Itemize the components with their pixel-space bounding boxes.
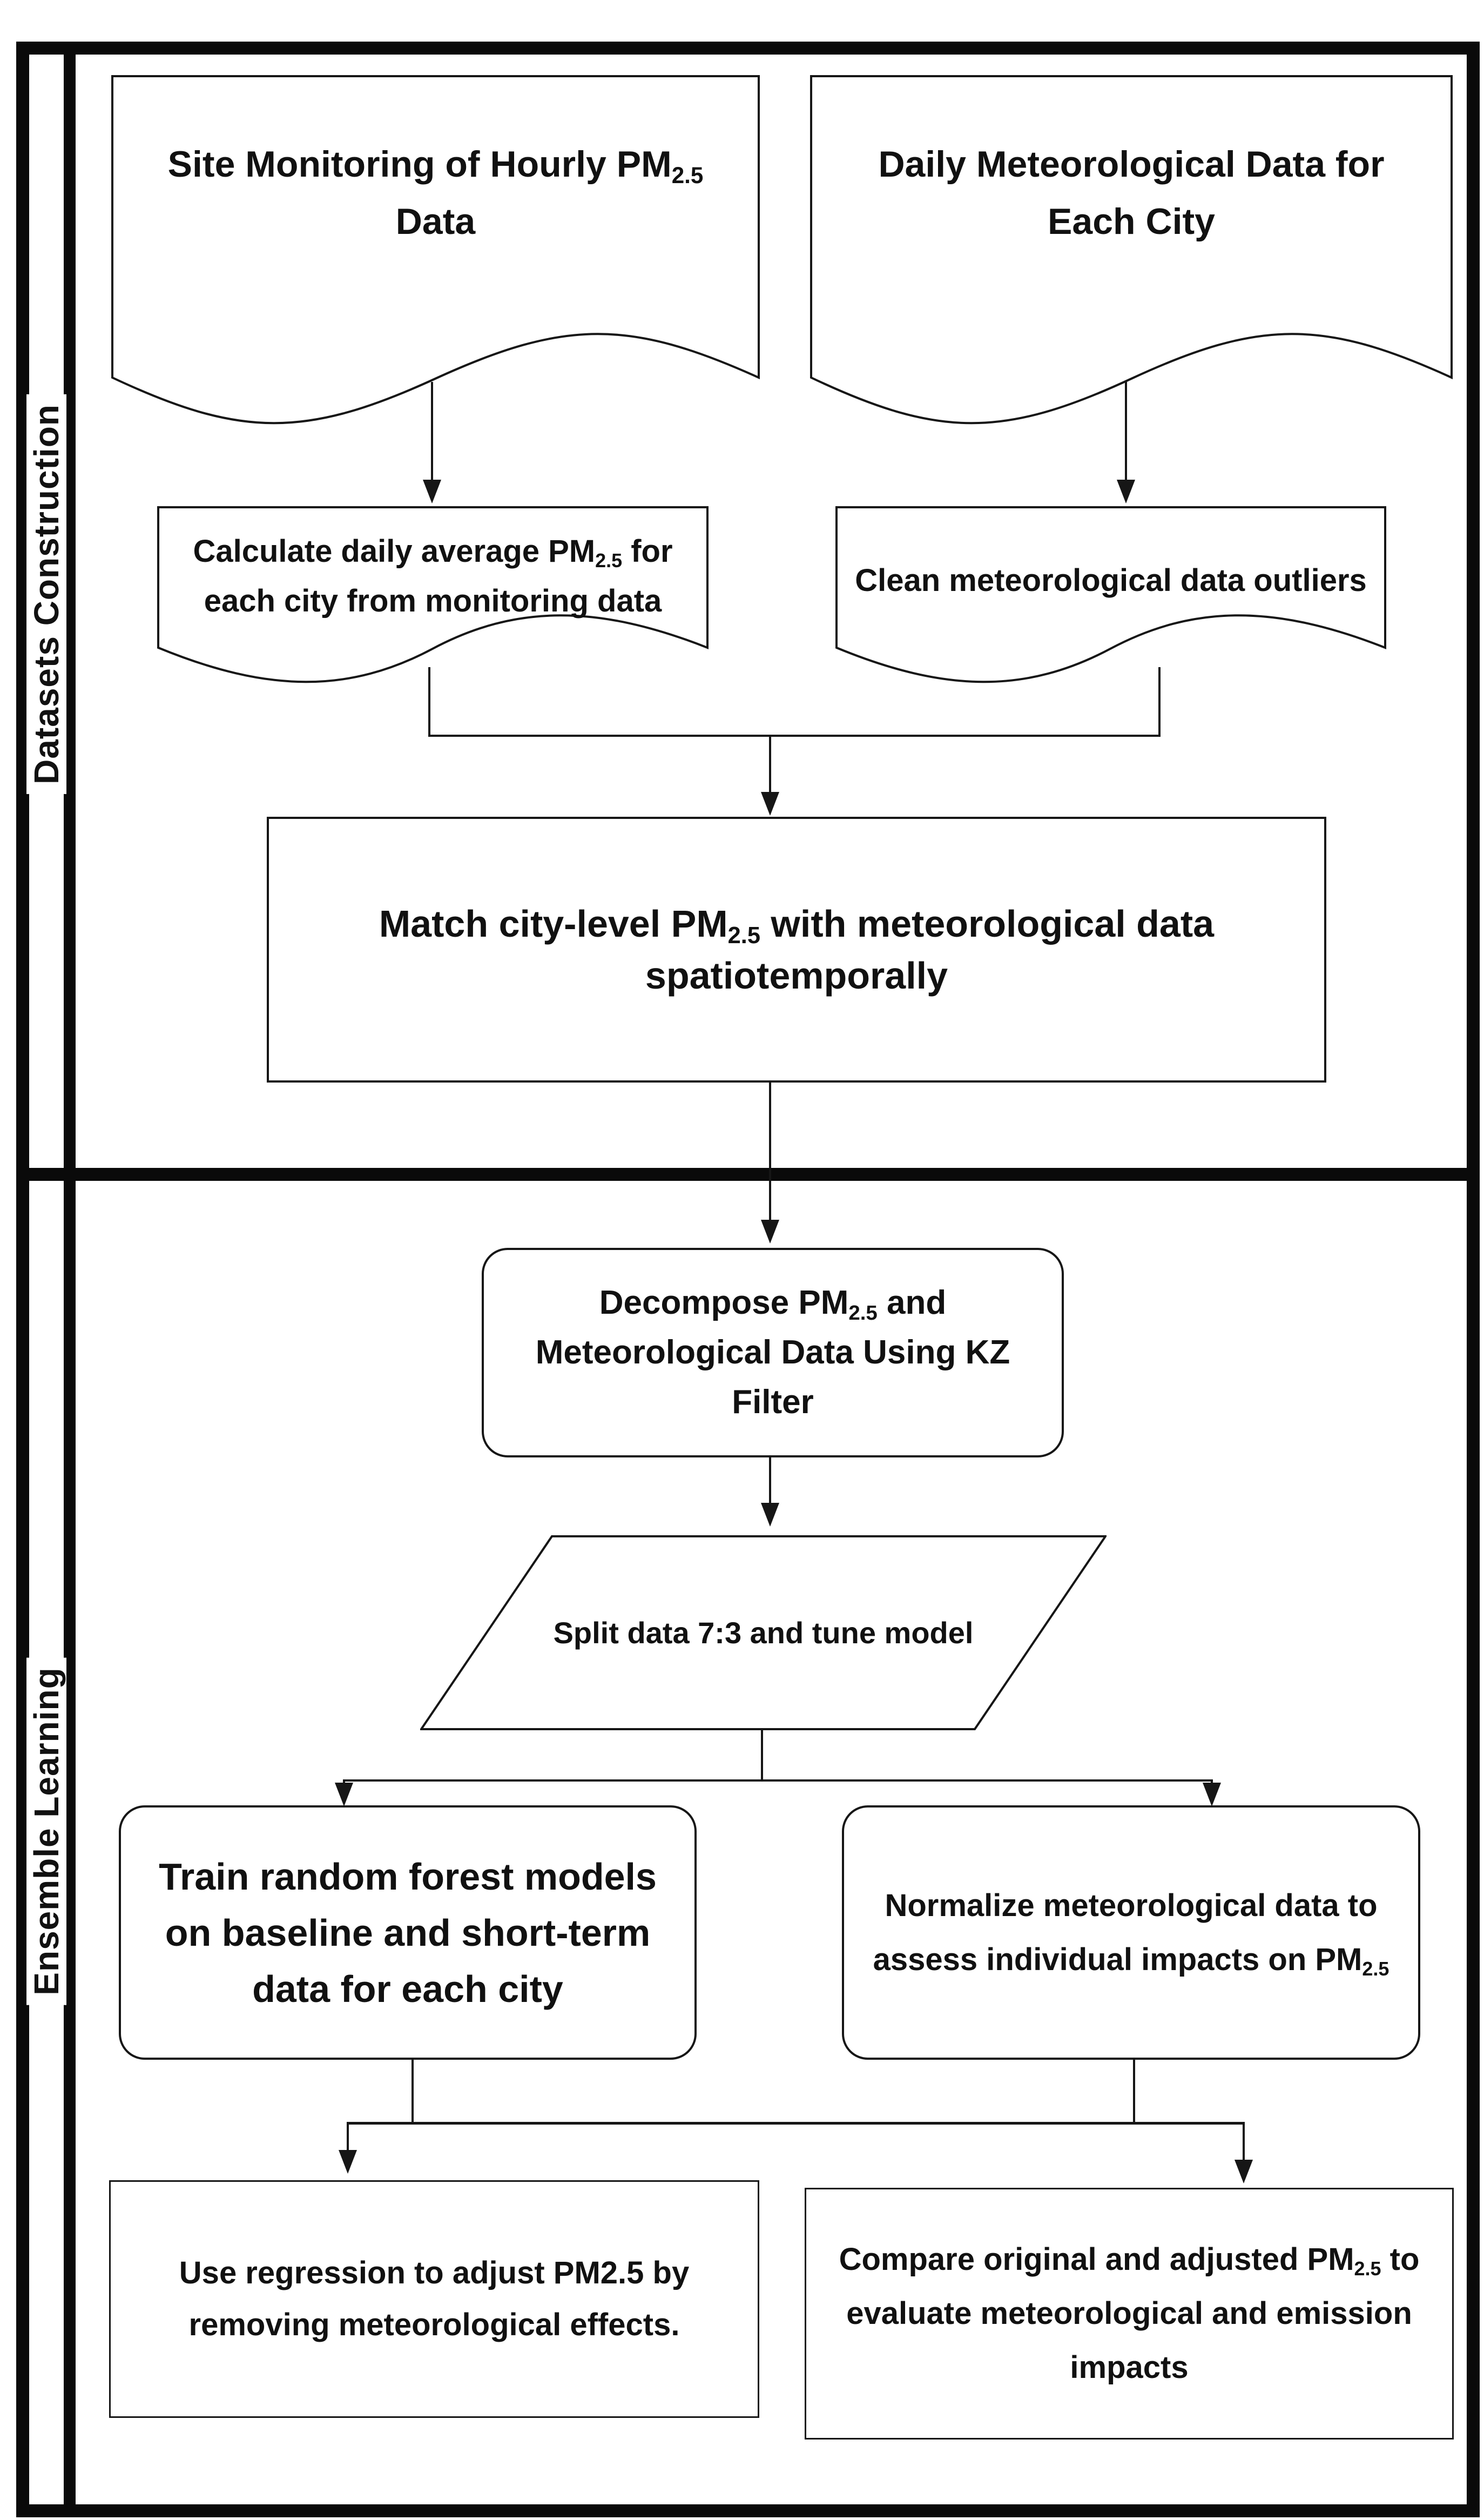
label-line: removing meteorological effects. bbox=[188, 2307, 680, 2342]
label-line: impacts bbox=[1070, 2350, 1189, 2385]
connector-merge2-left bbox=[347, 2122, 349, 2150]
arrowhead-match-to-decompose bbox=[761, 1220, 779, 1244]
parallelogram-shape bbox=[420, 1535, 1107, 1730]
node-label: Clean meteorological data outliers bbox=[835, 506, 1386, 698]
connector-decompose-to-split bbox=[769, 1457, 771, 1503]
label-text: Daily Meteorological Data for bbox=[878, 144, 1385, 185]
connector-branch-horizontal bbox=[344, 1779, 1213, 1782]
node-label: Match city-level PM2.5 with meteorologic… bbox=[269, 819, 1324, 1080]
label-text: Decompose PM bbox=[599, 1284, 849, 1321]
subscript: 2.5 bbox=[727, 923, 760, 949]
label-text: each city from monitoring data bbox=[204, 583, 662, 619]
label-line: spatiotemporally bbox=[645, 955, 948, 997]
label-line: Compare original and adjusted PM2.5 to bbox=[839, 2233, 1420, 2287]
node-label: Decompose PM2.5 and Meteorological Data … bbox=[484, 1250, 1062, 1455]
arrowhead-merge-to-match bbox=[761, 792, 779, 816]
arrowhead-met-to-clean bbox=[1117, 480, 1135, 503]
label-text: and bbox=[877, 1284, 947, 1321]
label-line: Decompose PM2.5 and bbox=[599, 1278, 947, 1328]
label-line: assess individual impacts on PM2.5 bbox=[873, 1933, 1389, 1987]
subscript: 2.5 bbox=[1362, 1957, 1389, 1980]
node-label: Daily Meteorological Data for Each City bbox=[810, 75, 1453, 429]
process-regression-adjust: Use regression to adjust PM2.5 by removi… bbox=[109, 2180, 759, 2418]
label-column-divider bbox=[64, 42, 76, 2517]
section-divider bbox=[16, 1168, 1480, 1181]
node-label: Use regression to adjust PM2.5 by removi… bbox=[111, 2182, 758, 2416]
arrowhead-branch-right bbox=[1203, 1783, 1221, 1806]
label-text: Data bbox=[395, 201, 476, 242]
document-shape bbox=[810, 75, 1453, 425]
node-label: Split data 7:3 and tune model bbox=[420, 1535, 1107, 1730]
label-line: Train random forest models bbox=[159, 1855, 657, 1898]
doc-calculate-average: Calculate daily average PM2.5 for each c… bbox=[157, 506, 709, 698]
label-line: evaluate meteorological and emission bbox=[846, 2296, 1412, 2331]
node-label: Site Monitoring of Hourly PM2.5 Data bbox=[111, 75, 760, 429]
label-text: with meteorological data bbox=[760, 903, 1215, 945]
section-label-ensemble-learning: Ensemble Learning bbox=[26, 1657, 66, 2005]
subscript: 2.5 bbox=[595, 549, 623, 572]
connector-calc-down bbox=[428, 667, 430, 737]
label-line: Use regression to adjust PM2.5 by bbox=[179, 2255, 690, 2290]
connector-train-down bbox=[412, 2060, 414, 2125]
doc-site-monitoring: Site Monitoring of Hourly PM2.5 Data bbox=[111, 75, 760, 429]
process-compare-impacts: Compare original and adjusted PM2.5 to e… bbox=[805, 2188, 1454, 2440]
process-match-spatiotemporal: Match city-level PM2.5 with meteorologic… bbox=[267, 817, 1326, 1083]
label-text: Clean meteorological data outliers bbox=[855, 563, 1367, 598]
connector-split-down bbox=[761, 1730, 763, 1780]
arrowhead-site-to-calc bbox=[423, 480, 441, 503]
process-normalize-meteorological: Normalize meteorological data to assess … bbox=[842, 1805, 1420, 2060]
section-label-datasets-construction: Datasets Construction bbox=[26, 394, 66, 794]
label-line: Match city-level PM2.5 with meteorologic… bbox=[379, 898, 1214, 950]
node-label: Calculate daily average PM2.5 for each c… bbox=[157, 506, 709, 698]
subscript: 2.5 bbox=[1354, 2257, 1381, 2280]
io-split-data: Split data 7:3 and tune model bbox=[420, 1535, 1107, 1730]
node-label: Train random forest models on baseline a… bbox=[121, 1807, 694, 2058]
label-line: on baseline and short-term bbox=[165, 1911, 651, 1954]
subscript: 2.5 bbox=[671, 162, 704, 188]
label-line: Filter bbox=[732, 1383, 814, 1421]
document-shape bbox=[111, 75, 760, 425]
connector-site-to-calc bbox=[431, 382, 433, 480]
connector-merge2-horizontal bbox=[347, 2122, 1245, 2125]
arrowhead-decompose-to-split bbox=[761, 1503, 779, 1527]
label-text: for bbox=[622, 534, 673, 569]
arrowhead-to-regression bbox=[339, 2150, 357, 2174]
label-text: Site Monitoring of Hourly PM bbox=[167, 144, 672, 185]
label-line: Meteorological Data Using KZ bbox=[535, 1334, 1010, 1371]
connector-clean-down bbox=[1158, 667, 1161, 737]
label-text: Compare original and adjusted PM bbox=[839, 2242, 1354, 2277]
document-shape bbox=[835, 506, 1386, 683]
label-text: to bbox=[1381, 2242, 1420, 2277]
label-line: Normalize meteorological data to bbox=[885, 1887, 1378, 1923]
arrowhead-branch-left bbox=[335, 1783, 353, 1806]
node-label: Normalize meteorological data to assess … bbox=[844, 1807, 1418, 2058]
label-line: data for each city bbox=[252, 1967, 563, 2010]
connector-merge-to-match bbox=[769, 735, 771, 792]
connector-match-to-decompose bbox=[769, 1083, 771, 1220]
doc-clean-outliers: Clean meteorological data outliers bbox=[835, 506, 1386, 698]
process-train-random-forest: Train random forest models on baseline a… bbox=[119, 1805, 697, 2060]
document-shape bbox=[157, 506, 709, 683]
label-text: Each City bbox=[1048, 201, 1215, 242]
label-text: Calculate daily average PM bbox=[193, 534, 596, 569]
connector-merge2-right bbox=[1243, 2122, 1245, 2160]
process-decompose-kz-filter: Decompose PM2.5 and Meteorological Data … bbox=[482, 1248, 1064, 1457]
doc-daily-meteorological: Daily Meteorological Data for Each City bbox=[810, 75, 1453, 429]
subscript: 2.5 bbox=[848, 1301, 878, 1325]
connector-normalize-down bbox=[1133, 2060, 1135, 2125]
node-label: Compare original and adjusted PM2.5 to e… bbox=[806, 2189, 1452, 2438]
arrowhead-to-compare bbox=[1235, 2160, 1253, 2183]
label-text: Match city-level PM bbox=[379, 903, 728, 945]
label-line: Split data 7:3 and tune model bbox=[553, 1615, 974, 1650]
connector-met-to-clean bbox=[1125, 382, 1127, 480]
label-text: assess individual impacts on PM bbox=[873, 1941, 1362, 1977]
connector-merge-horizontal bbox=[428, 735, 1161, 737]
